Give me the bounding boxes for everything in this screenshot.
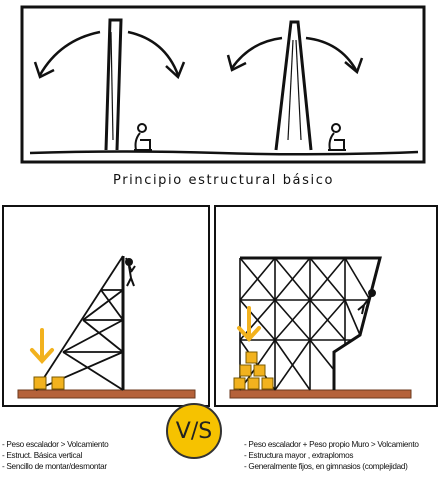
right-note-2: - Estructura mayor , extraplomos [244, 451, 354, 460]
left-note-1: - Peso escalador > Volcamiento [2, 440, 109, 449]
top-sketch [20, 5, 426, 164]
left-panel-frame [2, 205, 210, 407]
right-panel [214, 205, 438, 407]
curved-arrow-icon [226, 36, 364, 75]
straight-pole [104, 18, 123, 151]
right-ground-slab [229, 389, 412, 399]
left-note-2: - Estruct. Básica vertical [2, 451, 83, 460]
down-arrow-icon [30, 328, 54, 364]
right-panel-frame [214, 205, 438, 407]
curved-arrow-icon [33, 30, 186, 80]
left-weight-boxes [33, 376, 65, 390]
top-ground-line [29, 150, 419, 156]
climber-icon [125, 257, 136, 287]
tapered-pole [274, 20, 313, 151]
vs-badge: V/S [166, 403, 222, 459]
down-arrow-icon [237, 306, 261, 342]
top-sketch-frame [20, 5, 426, 164]
left-truss [35, 255, 125, 391]
person-sitting-icon [134, 123, 152, 151]
left-note-3: - Sencillo de montar/desmontar [2, 462, 107, 471]
left-notes: - Peso escalador > Volcamiento - Estruct… [2, 439, 109, 472]
climber-icon [357, 289, 376, 315]
top-caption: Principio estructural básico [112, 173, 334, 188]
person-sitting-icon [328, 123, 346, 151]
right-weight-boxes [233, 351, 274, 390]
right-notes: - Peso escalador + Peso propio Muro > Vo… [244, 439, 419, 472]
left-ground-slab [17, 389, 196, 399]
right-note-3: - Generalmente fijos, en gimnasios (comp… [244, 462, 408, 471]
right-note-1: - Peso escalador + Peso propio Muro > Vo… [244, 440, 419, 449]
left-panel [2, 205, 210, 407]
